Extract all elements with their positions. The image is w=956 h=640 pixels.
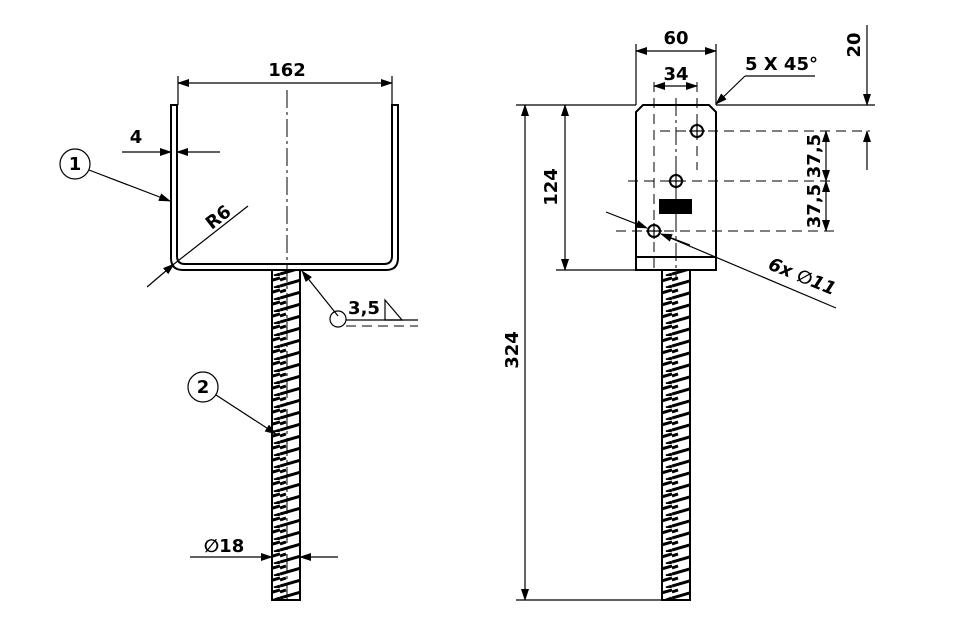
balloon-2-label: 2 — [197, 377, 210, 398]
hole-pitch-dimension: 37,5 — [804, 134, 825, 178]
leader-line — [146, 263, 175, 288]
leader-line — [215, 394, 277, 435]
fillet-weld-icon — [384, 298, 404, 321]
side-view: 60 34 5 X 45° 20 37,5 37,5 124 324 6x ∅1… — [502, 25, 875, 601]
threaded-rod — [271, 269, 301, 601]
width-dimension: 162 — [268, 60, 306, 81]
hole — [689, 123, 705, 139]
leader-line — [88, 169, 171, 202]
weld-size: 3,5 — [348, 298, 380, 319]
chamfer-note: 5 X 45° — [745, 54, 818, 75]
weld-leader — [301, 270, 339, 317]
leader-line — [660, 233, 837, 309]
balloon-1 — [59, 148, 91, 180]
balloon-2 — [187, 371, 219, 403]
u-bracket — [170, 104, 399, 271]
threaded-rod — [661, 269, 691, 601]
hole — [668, 173, 684, 189]
label-plate — [659, 199, 692, 214]
plate-height-dimension: 124 — [541, 168, 562, 206]
chamfer-leader — [715, 75, 746, 105]
rod-diameter-dimension: ∅18 — [204, 536, 244, 557]
thickness-dimension: 4 — [130, 127, 143, 148]
top-offset-dimension: 20 — [844, 32, 865, 57]
front-view: 162 4 1 R6 3,5 2 ∅18 — [59, 60, 418, 601]
weld-all-around-icon — [329, 310, 347, 328]
hole-spacing-dimension: 34 — [663, 64, 688, 85]
leader-line — [605, 211, 648, 229]
hole-pitch-dimension: 37,5 — [804, 184, 825, 228]
balloon-1-label: 1 — [69, 154, 82, 175]
plate-width-dimension: 60 — [663, 28, 688, 49]
leader-line — [173, 205, 249, 265]
radius-dimension: R6 — [202, 201, 236, 234]
total-height-dimension: 324 — [502, 331, 523, 369]
base-plate — [635, 104, 717, 271]
hole — [646, 223, 662, 239]
